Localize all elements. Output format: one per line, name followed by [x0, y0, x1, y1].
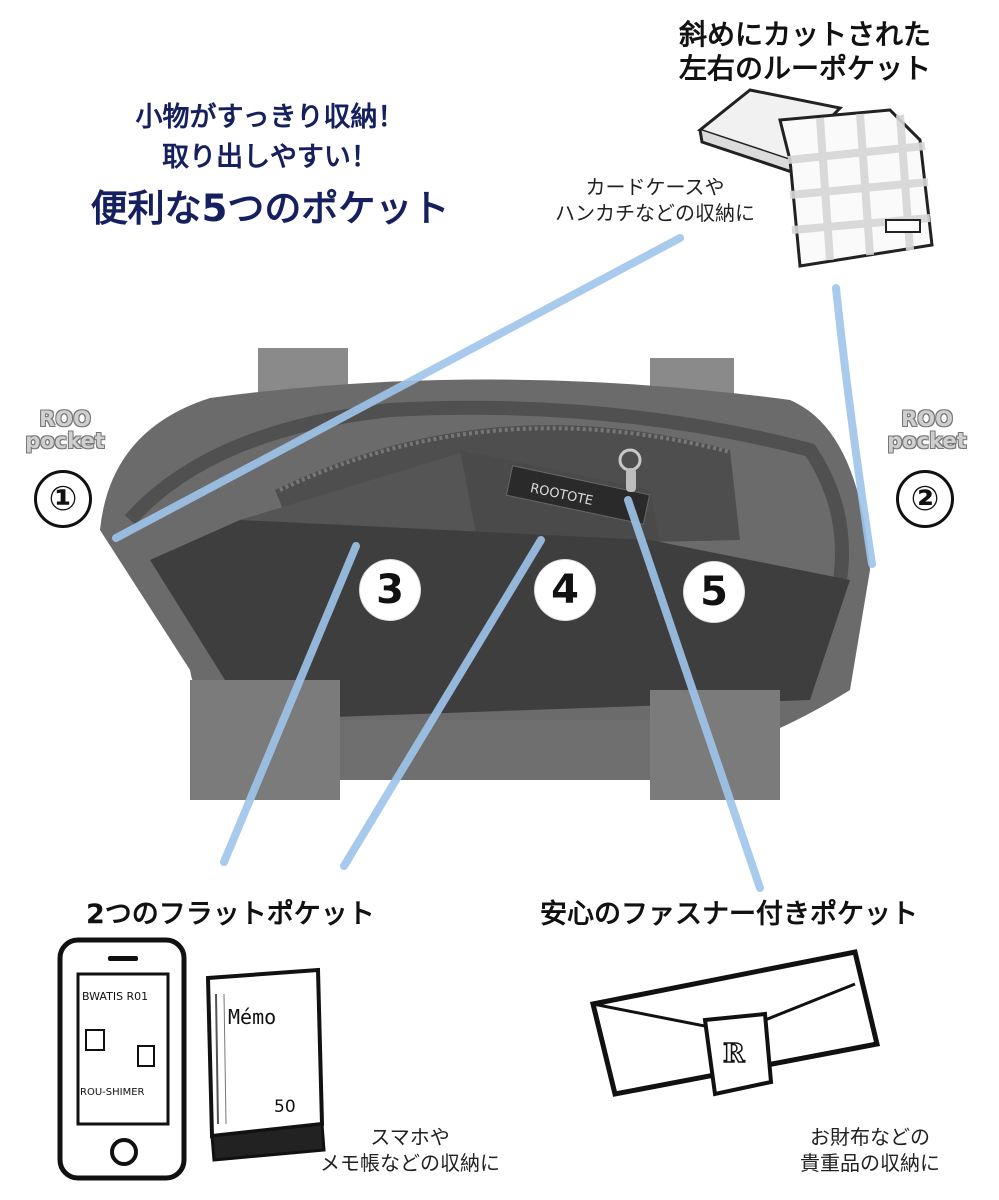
leader-line-4	[340, 536, 545, 870]
smartphone-illustration: BWATIS R01 ROU-SHIMER	[57, 937, 187, 1181]
roo-label-right-line1: ROO	[901, 407, 953, 431]
memo-book-illustration: Mémo 50	[205, 967, 326, 1162]
leader-line-1	[112, 234, 684, 542]
memo-book-number: 50	[274, 1097, 296, 1117]
roo-label-left-line1: ROO	[39, 407, 91, 431]
zipper-pocket-note: お財布などの 貴重品の収納に	[770, 1124, 970, 1176]
leader-line-2	[832, 284, 876, 568]
roo-pocket-note: カードケースや ハンカチなどの収納に	[530, 174, 780, 226]
wallet-logo: R	[723, 1039, 745, 1069]
tote-bag-photo: ROOTOTE	[100, 348, 870, 800]
leader-line-3	[220, 542, 360, 866]
pocket-number-3: 3	[360, 560, 420, 620]
roo-pocket-right-label: ROO pocket	[880, 408, 974, 452]
flat-pockets-title: 2つのフラットポケット	[86, 899, 375, 930]
handkerchief-illustration	[696, 88, 934, 268]
pocket-number-5: 5	[684, 562, 744, 622]
roo-label-left-line2: pocket	[25, 429, 105, 453]
leader-line-5	[624, 496, 764, 892]
flat-pockets-note-line1: スマホや	[370, 1125, 450, 1149]
headline-main: 便利な5つのポケット	[90, 187, 450, 230]
roo-pocket-title: 斜めにカットされた 左右のルーポケット	[640, 18, 970, 86]
wallet-illustration: R	[589, 949, 881, 1097]
phone-text-1: BWATIS R01	[82, 990, 148, 1003]
pocket-number-2: ②	[896, 470, 954, 528]
roo-pocket-left-label: ROO pocket	[20, 408, 110, 452]
headline-line1: 小物がすっきり収納！	[135, 102, 405, 133]
roo-pocket-title-line1: 斜めにカットされた	[678, 18, 931, 51]
pocket-number-1: ①	[34, 470, 92, 528]
zipper-pocket-title: 安心のファスナー付きポケット	[540, 899, 918, 930]
roo-pocket-title-line2: 左右のルーポケット	[678, 52, 931, 85]
zipper-pocket-note-line1: お財布などの	[810, 1125, 930, 1149]
headline-line2: 取り出しやすい！	[162, 142, 378, 173]
flat-pockets-note-line2: メモ帳などの収納に	[320, 1151, 500, 1175]
roo-label-right-line2: pocket	[887, 429, 967, 453]
pocket-number-4: 4	[535, 560, 595, 620]
flat-pockets-note: スマホや メモ帳などの収納に	[290, 1124, 530, 1176]
memo-book-title: Mémo	[228, 1005, 276, 1029]
phone-text-2: ROU-SHIMER	[80, 1087, 145, 1098]
zipper-pocket-note-line2: 貴重品の収納に	[800, 1151, 940, 1175]
roo-pocket-note-line2: ハンカチなどの収納に	[555, 201, 755, 225]
roo-pocket-note-line1: カードケースや	[585, 175, 725, 199]
